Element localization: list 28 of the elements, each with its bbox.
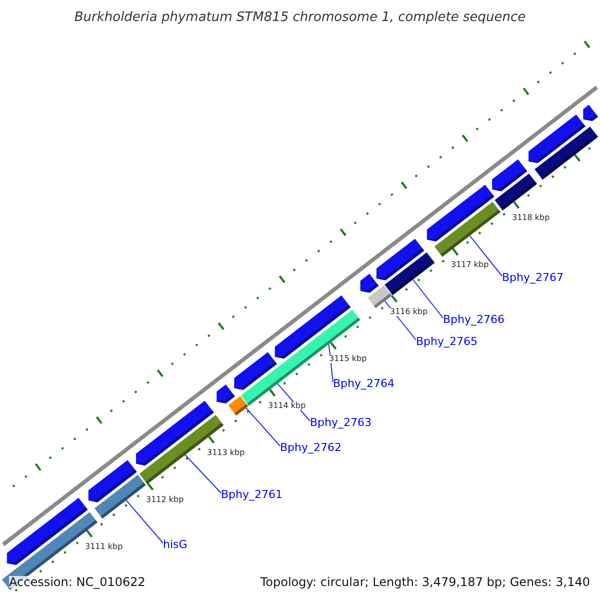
gene-label: Bphy_2763 — [310, 417, 372, 428]
scale-label: 3115 kbp — [329, 355, 367, 363]
gene-label: Bphy_2762 — [280, 442, 342, 453]
sequence-info-text: Topology: circular; Length: 3,479,187 bp; Genes: 3,140 — [260, 576, 590, 588]
title: Burkholderia phymatum STM815 chromosome 1, complete sequence — [73, 11, 527, 24]
gene-bar — [94, 474, 146, 519]
gene-bar — [368, 285, 392, 308]
gene-label: hisG — [163, 539, 188, 550]
gene-label: Bphy_2765 — [416, 336, 478, 347]
scale-label: 3116 kbp — [390, 308, 428, 316]
scale-label: 3113 kbp — [207, 449, 245, 457]
gene-label: Bphy_2766 — [443, 314, 505, 325]
leader-line — [246, 407, 280, 446]
gene-bar — [384, 252, 435, 296]
scale-label: 3117 kbp — [451, 261, 489, 269]
accession-text: Accession: NC_010622 — [9, 576, 146, 588]
leader-line — [469, 235, 502, 276]
scale-label: 3111 kbp — [85, 543, 123, 551]
leader-line — [184, 454, 222, 494]
scale-label: 3118 kbp — [512, 214, 550, 222]
scale-label: 3114 kbp — [268, 402, 306, 410]
scale-label: 3112 kbp — [146, 496, 184, 504]
gene-label: Bphy_2764 — [333, 378, 395, 389]
leader-line — [412, 279, 444, 318]
leader-line — [126, 500, 164, 544]
gene-label: Bphy_2761 — [221, 489, 283, 500]
gene-bar — [434, 202, 500, 257]
gene-label: Bphy_2767 — [502, 272, 564, 283]
